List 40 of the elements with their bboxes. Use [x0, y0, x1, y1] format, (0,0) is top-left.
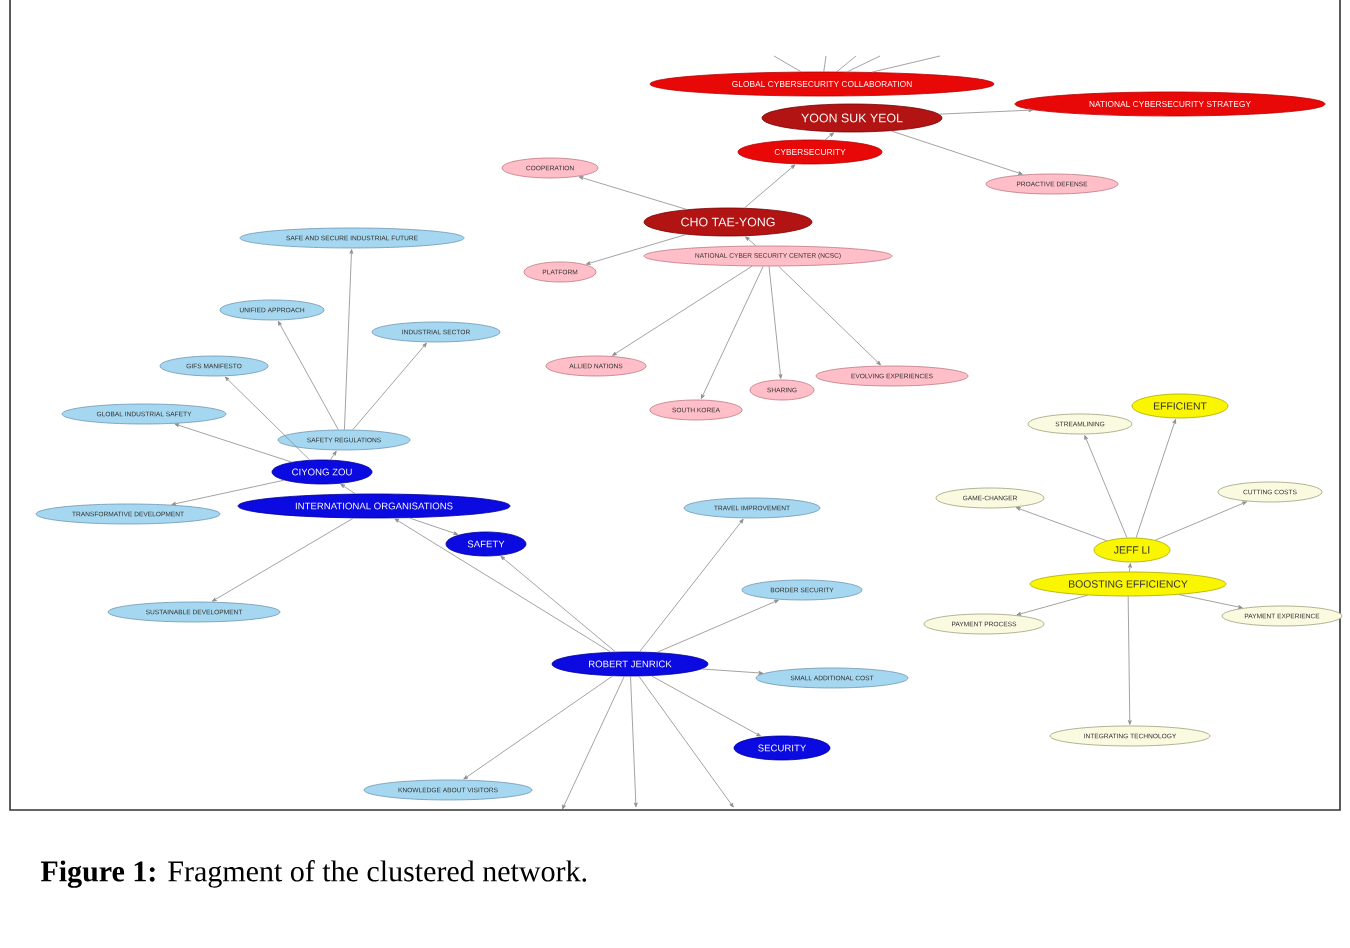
arrow	[824, 132, 835, 141]
arrow	[1178, 594, 1243, 609]
arrow	[211, 517, 354, 602]
arrow	[585, 234, 687, 265]
arrow	[174, 423, 293, 463]
arrow	[768, 266, 783, 379]
arrow	[778, 265, 881, 366]
arrow	[890, 130, 1023, 175]
caption: Figure 1: Fragment of the clustered network.	[40, 860, 587, 888]
arrow	[744, 164, 796, 209]
arrow	[340, 483, 356, 495]
arrow	[500, 555, 616, 653]
arrow	[562, 675, 625, 810]
arrow	[352, 342, 427, 431]
arrow	[1127, 596, 1132, 725]
arrow	[344, 249, 354, 430]
arrow	[612, 265, 753, 356]
arrow	[938, 108, 1034, 115]
arrow	[651, 675, 762, 737]
arrow	[408, 517, 459, 535]
arrow	[638, 675, 734, 808]
arrow	[701, 668, 764, 675]
arrow	[171, 479, 285, 506]
arrow	[277, 320, 339, 431]
arrow	[745, 236, 757, 247]
arrow	[1128, 563, 1132, 572]
arrow	[1084, 435, 1128, 539]
arrow	[330, 450, 337, 461]
arrow	[639, 518, 744, 653]
arrow	[578, 176, 688, 210]
arrow	[463, 675, 613, 780]
arrow	[394, 518, 611, 653]
arrow	[656, 599, 779, 653]
arrow	[224, 376, 311, 461]
arrow	[1135, 419, 1177, 539]
arrow	[1016, 594, 1088, 616]
arrow	[1015, 507, 1107, 542]
arrow	[700, 266, 764, 399]
arrow	[630, 676, 638, 808]
arrow	[1155, 501, 1247, 541]
